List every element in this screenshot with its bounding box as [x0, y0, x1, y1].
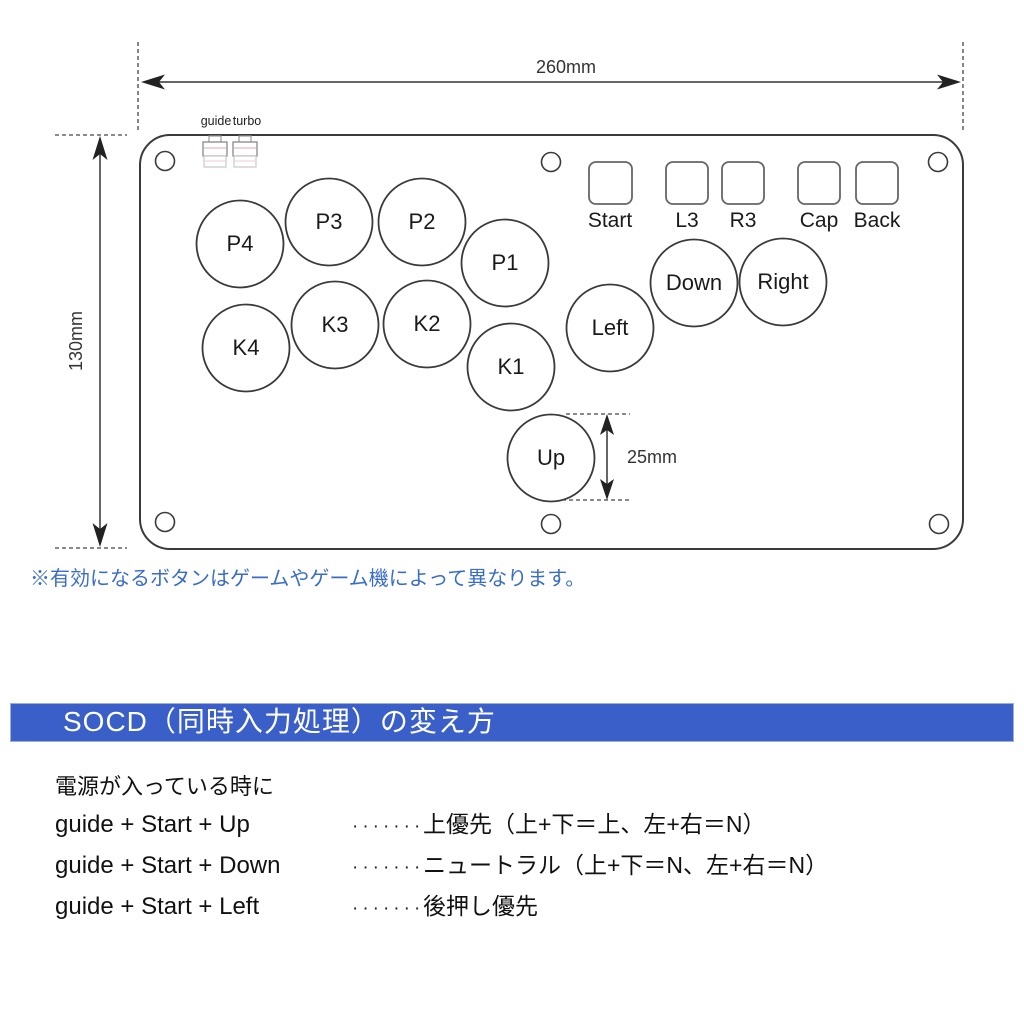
- button-p1: [460, 218, 550, 308]
- note-text: ※有効になるボタンはゲームやゲーム機によって異なります。: [30, 567, 585, 590]
- screw-hole-bottom-left: [154, 511, 176, 533]
- combo-description: 後押し優先: [423, 893, 538, 919]
- socd-section-header: SOCD（同時入力処理）の変え方: [10, 703, 1014, 742]
- dimension-button: 25mm: [562, 413, 677, 501]
- arrowhead-down-icon: [92, 523, 108, 547]
- button-p2-label: P2: [409, 209, 436, 234]
- button-p4: [195, 199, 285, 289]
- screw-hole-bottom-right: [928, 513, 950, 535]
- dimension-height: 130mm: [55, 134, 127, 549]
- combo-text: guide + Start + Down: [55, 852, 281, 879]
- button-k2-label: K2: [414, 311, 441, 336]
- cap-button-label: Cap: [800, 209, 839, 232]
- r3-button-label: R3: [730, 209, 757, 232]
- system-buttons: Start L3 R3 Cap Back: [588, 161, 901, 232]
- socd-intro-text: 電源が入っている時に: [55, 774, 274, 799]
- button-k1-label: K1: [498, 354, 525, 379]
- turbo-switch-label: turbo: [233, 114, 262, 128]
- dots-leader: ·······: [352, 857, 425, 878]
- button-dimension-label: 25mm: [627, 447, 677, 467]
- button-k2: [382, 279, 472, 369]
- button-k3-label: K3: [322, 312, 349, 337]
- guide-switch-icon: [202, 135, 228, 168]
- socd-row-left: guide + Start + Left ······· 後押し優先: [55, 887, 828, 928]
- button-k4: [201, 303, 291, 393]
- button-k4-label: K4: [233, 335, 260, 360]
- combo-text: guide + Start + Up: [55, 811, 250, 838]
- cap-button: [797, 161, 841, 205]
- dots-leader: ·······: [352, 816, 425, 837]
- screw-hole-bottom-center: [540, 513, 562, 535]
- screw-hole-top-right: [927, 151, 949, 173]
- socd-row-down: guide + Start + Down ······· ニュートラル（上+下＝…: [55, 846, 828, 887]
- socd-row-up: guide + Start + Up ······· 上優先（上+下＝上、左+右…: [55, 805, 828, 846]
- l3-button-label: L3: [675, 209, 698, 232]
- combo-description: 上優先（上+下＝上、左+右＝N）: [423, 811, 766, 837]
- width-dimension-label: 260mm: [536, 57, 596, 77]
- socd-instructions: 電源が入っている時に guide + Start + Up ······· 上優…: [55, 771, 828, 928]
- height-dimension-label: 130mm: [66, 311, 86, 371]
- arrowhead-down-icon: [600, 479, 614, 500]
- guide-switch-label: guide: [201, 114, 232, 128]
- button-right: [738, 237, 828, 327]
- turbo-switch-icon: [232, 135, 258, 168]
- screw-hole-top-left: [154, 150, 176, 172]
- button-left: [565, 283, 655, 373]
- combo-description: ニュートラル（上+下＝N、左+右＝N）: [423, 852, 829, 878]
- button-down-label: Down: [666, 270, 722, 295]
- button-p3-label: P3: [316, 209, 343, 234]
- button-p3: [284, 177, 374, 267]
- arrowhead-left-icon: [141, 74, 165, 90]
- button-down: [649, 238, 739, 328]
- arrowhead-up-icon: [600, 414, 614, 435]
- arrowhead-right-icon: [937, 74, 961, 90]
- start-button-label: Start: [588, 209, 633, 232]
- guide-turbo-switches: guide turbo: [201, 114, 262, 168]
- start-button: [588, 161, 633, 205]
- button-p2: [377, 177, 467, 267]
- dots-leader: ·······: [352, 898, 425, 919]
- l3-button: [665, 161, 709, 205]
- button-k1: [466, 322, 556, 412]
- arrowhead-up-icon: [92, 136, 108, 160]
- back-button-label: Back: [854, 209, 901, 232]
- button-up: [506, 413, 596, 503]
- dimension-width: 260mm: [137, 42, 964, 132]
- screw-holes: [154, 150, 950, 535]
- button-left-label: Left: [592, 315, 629, 340]
- button-right-label: Right: [757, 269, 808, 294]
- controller-diagram: 260mm 130mm guide turbo: [30, 42, 964, 590]
- button-p1-label: P1: [492, 250, 519, 275]
- screw-hole-top-center: [540, 151, 562, 173]
- back-button: [855, 161, 899, 205]
- combo-text: guide + Start + Left: [55, 893, 260, 920]
- button-k3: [290, 280, 380, 370]
- r3-button: [721, 161, 765, 205]
- button-up-label: Up: [537, 445, 565, 470]
- round-buttons: P4 P3 P2 P1 K4 K3 K2 K1 Left Down Right …: [195, 177, 828, 503]
- button-p4-label: P4: [227, 231, 254, 256]
